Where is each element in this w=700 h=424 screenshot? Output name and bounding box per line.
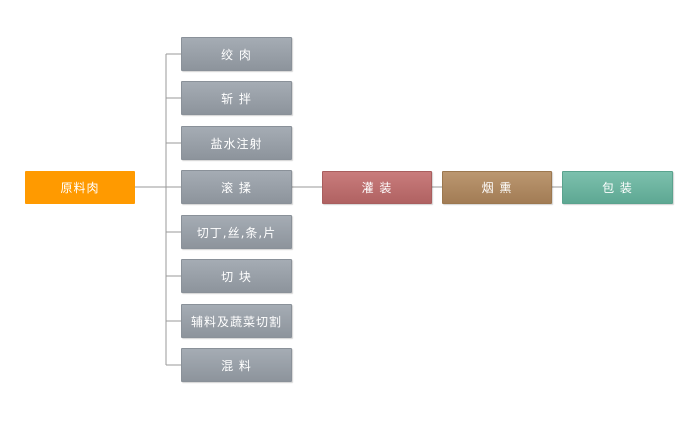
chain-node-smoking: 烟 熏 [442, 171, 552, 204]
step-node-ingredient-cutting: 辅料及蔬菜切割 [181, 304, 292, 338]
step-node-chopping: 斩 拌 [181, 81, 292, 115]
step-node-dicing-slicing: 切丁,丝,条,片 [181, 215, 292, 249]
chain-node-filling: 灌 装 [322, 171, 432, 204]
step-node-cutting-blocks: 切 块 [181, 259, 292, 293]
step-node-tumbling: 滚 揉 [181, 170, 292, 204]
source-node-raw-meat: 原料肉 [25, 171, 135, 204]
step-node-brine-injection: 盐水注射 [181, 126, 292, 160]
chain-node-packaging: 包 装 [562, 171, 673, 204]
step-node-mixing: 混 料 [181, 348, 292, 382]
step-node-mincing: 绞 肉 [181, 37, 292, 71]
